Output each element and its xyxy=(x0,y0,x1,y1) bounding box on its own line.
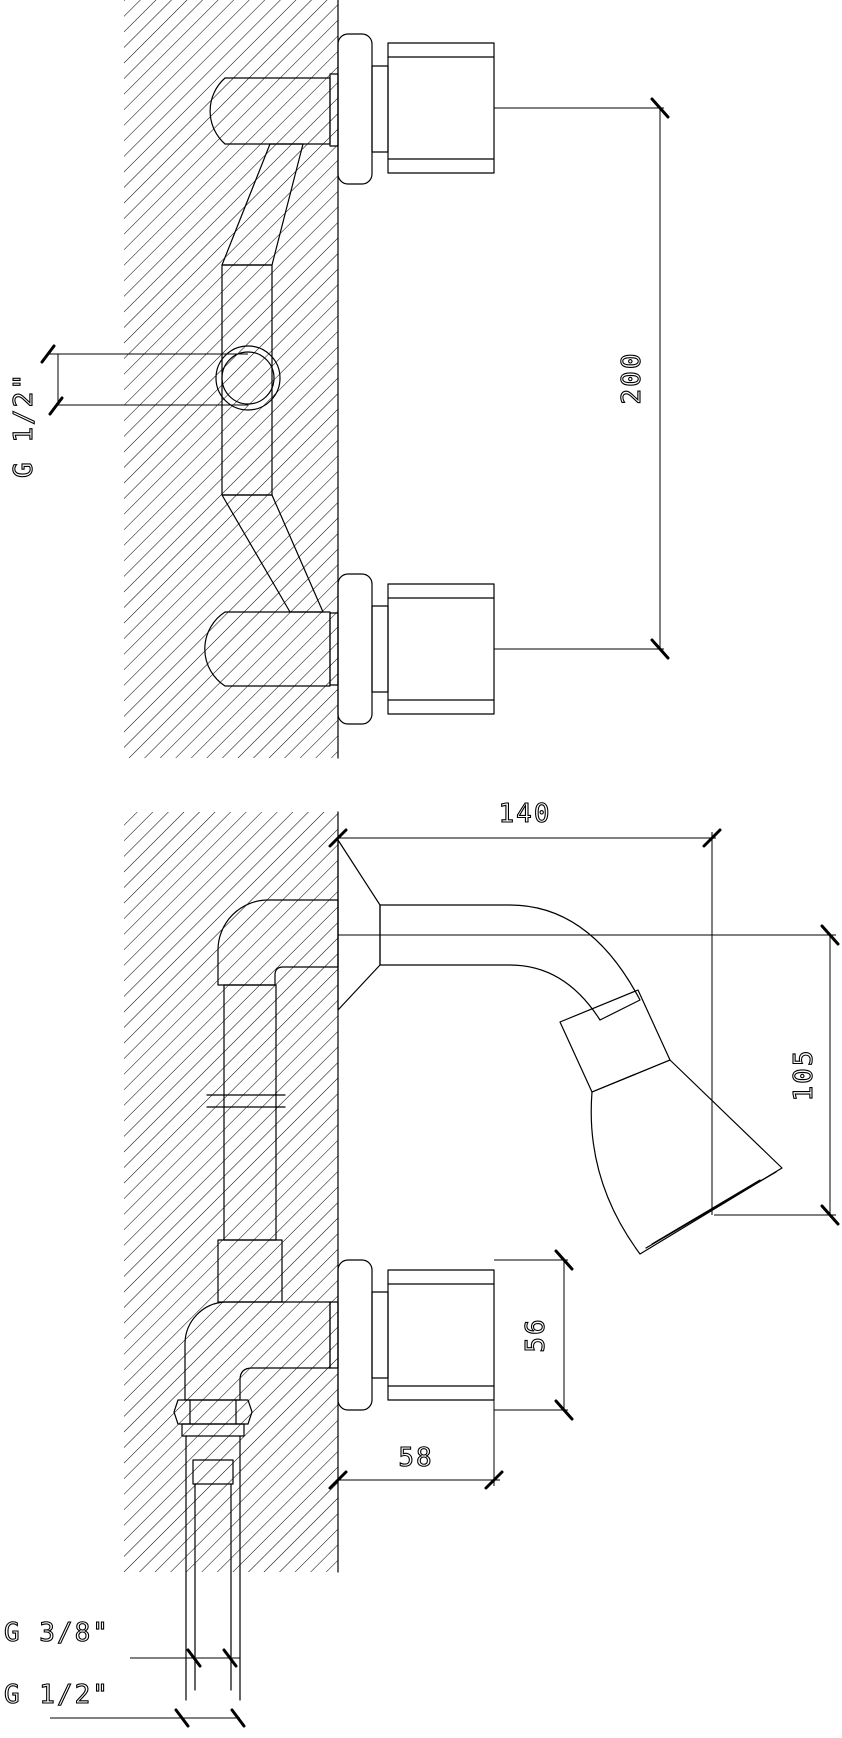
pipe-thread-label: G 1/2" xyxy=(9,372,39,478)
dimension-outlet-threads: G 3/8" G 1/2" xyxy=(3,1617,246,1728)
dimension-58: 58 xyxy=(328,1400,504,1490)
valve-bottom xyxy=(329,573,495,725)
hex-nut xyxy=(173,1399,253,1701)
dimension-label-140: 140 xyxy=(499,799,552,829)
concealed-body-top xyxy=(204,77,331,687)
dimension-label-58: 58 xyxy=(398,1443,433,1473)
dimension-105: 105 xyxy=(338,924,840,1226)
top-view: 200 G 1/2" xyxy=(8,0,670,759)
valve-handle xyxy=(387,42,495,174)
side-view: 140 105 56 58 xyxy=(3,798,840,1728)
dimension-56: 56 xyxy=(494,1249,574,1421)
dimension-200: 200 xyxy=(494,97,670,660)
valve-top xyxy=(329,33,495,185)
shower-arm xyxy=(379,904,641,1021)
dimension-label-105: 105 xyxy=(789,1049,819,1102)
outlet-thread-label-large: G 1/2" xyxy=(4,1680,110,1710)
dimension-label-56: 56 xyxy=(521,1317,551,1352)
dimension-label-200: 200 xyxy=(617,352,647,405)
valve-stem xyxy=(371,65,389,153)
inlet-circle-inner xyxy=(221,351,275,405)
valve-flange xyxy=(337,33,373,185)
inlet-circle-outer xyxy=(215,345,281,411)
valve-side xyxy=(337,1259,495,1411)
wall-rosette xyxy=(337,839,381,1011)
wall-hatch-top xyxy=(124,0,338,758)
wall-hatch-side xyxy=(124,812,338,1572)
dimension-g-half-top: G 1/2" xyxy=(8,344,248,479)
shower-head xyxy=(559,989,783,1255)
outlet-thread-label-small: G 3/8" xyxy=(4,1618,110,1648)
riser-pipe xyxy=(206,899,339,1303)
dimension-140: 140 xyxy=(328,798,722,1215)
